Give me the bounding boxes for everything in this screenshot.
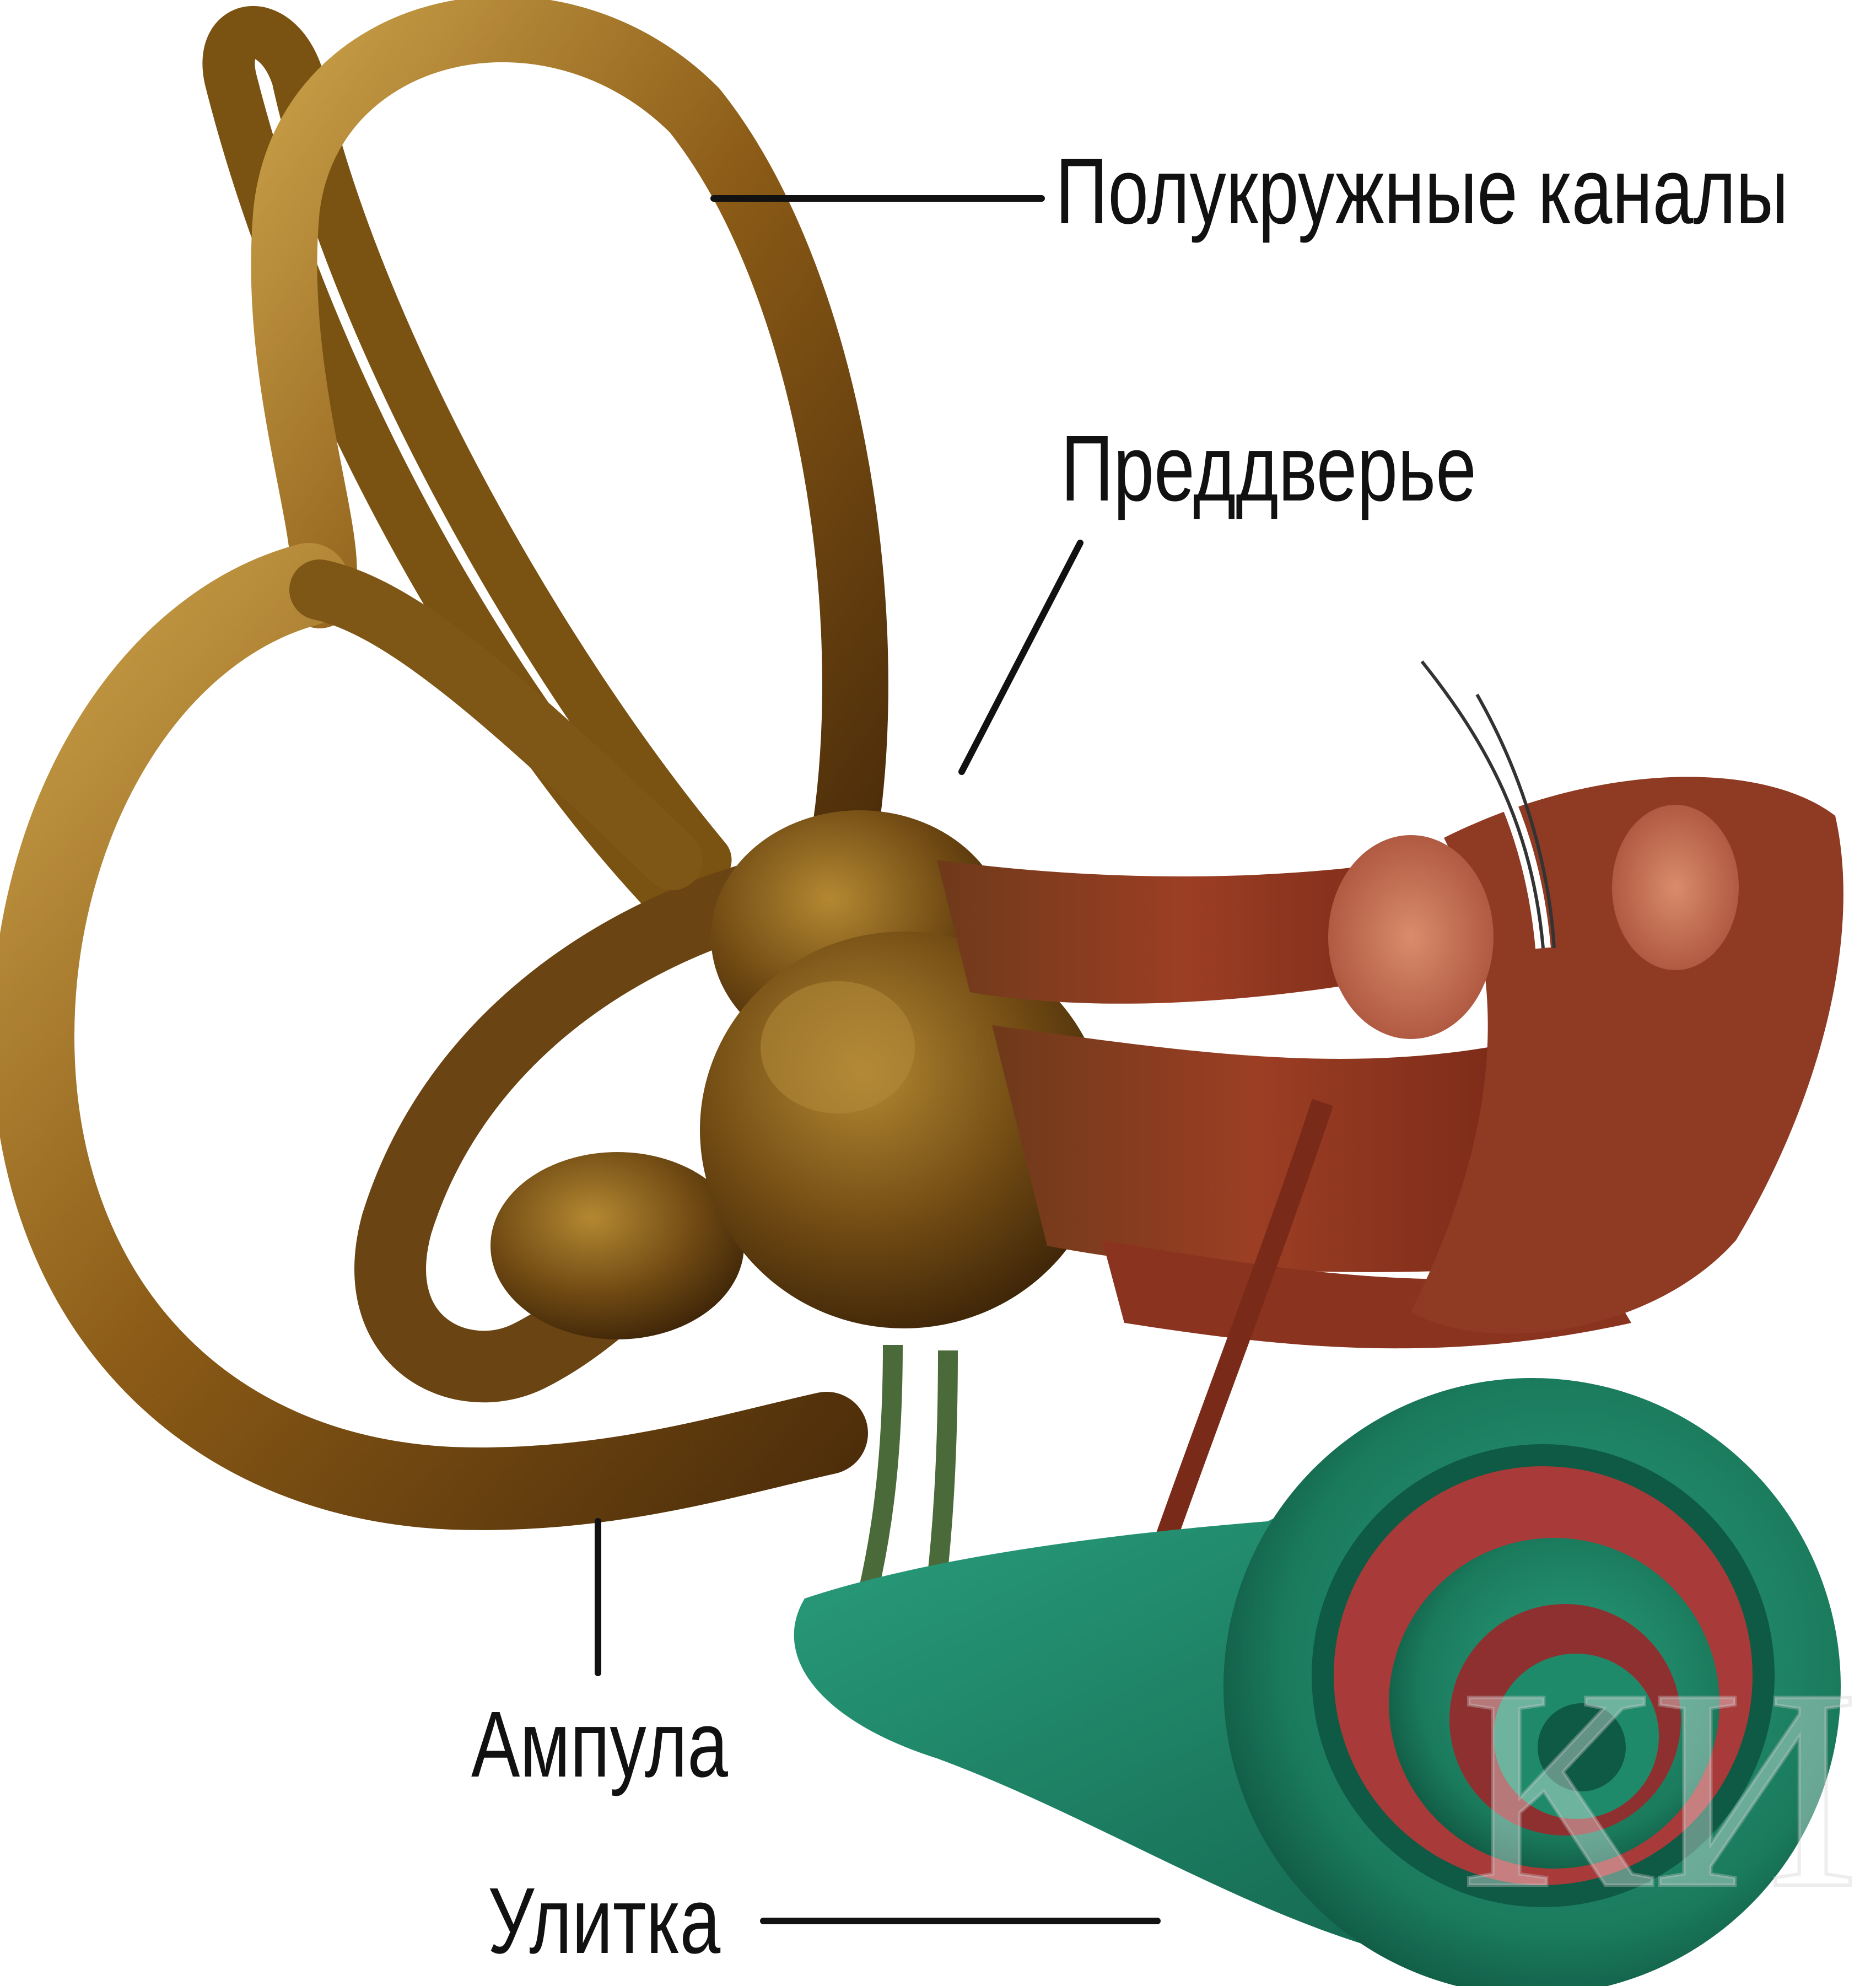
label-cochlea: Улитка (488, 1874, 720, 1968)
label-semicircular-canals: Полукружные каналы (1055, 144, 1788, 238)
watermark: КИ (1460, 1630, 1858, 1947)
ampulla (490, 1152, 744, 1339)
label-ampulla: Ампула (471, 1698, 728, 1791)
leader-line-vestibule (962, 543, 1080, 772)
nerve-cross-section-lower (1612, 805, 1739, 970)
label-vestibule: Преддверье (1061, 422, 1476, 515)
nerve-cross-section-upper (1328, 835, 1494, 1039)
